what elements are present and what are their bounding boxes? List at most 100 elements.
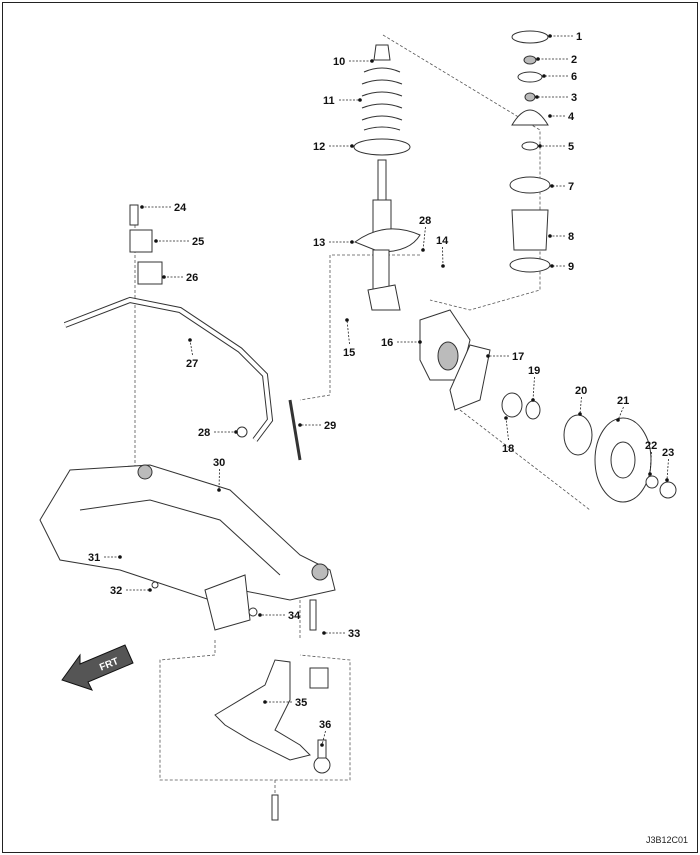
leader-arrowhead [441,264,445,268]
leader-arrowhead [616,418,620,422]
leader-arrowhead [421,248,425,252]
callout-11: 11 [323,95,362,107]
callout-28: 28 [419,215,431,252]
leader-arrowhead [542,74,546,78]
callout-22: 22 [645,440,657,476]
leader-arrowhead [217,488,221,492]
callout-number: 12 [313,141,325,153]
callout-35: 35 [263,697,307,709]
callout-21: 21 [616,395,629,422]
callout-number: 25 [192,236,204,248]
spring-strut [353,44,421,311]
callout-28: 28 [198,427,238,439]
crossmember-subframe [39,464,336,631]
callout-number: 31 [88,552,100,564]
leader-arrowhead [263,700,267,704]
callout-number: 21 [617,395,629,407]
callout-27: 27 [186,338,198,370]
callout-number: 15 [343,347,355,359]
callout-number: 30 [213,457,225,469]
callout-number: 29 [324,420,336,432]
leader-arrowhead [536,57,540,61]
leader-arrowhead [322,631,326,635]
callout-13: 13 [313,237,354,249]
callout-number: 3 [571,92,577,104]
callout-number: 28 [419,215,431,227]
callout-number: 13 [313,237,325,249]
callout-number: 26 [186,272,198,284]
leader-line [218,468,220,491]
callout-number: 19 [528,365,540,377]
leader-arrowhead [345,318,349,322]
leader-line [579,396,582,415]
callout-number: 11 [323,95,335,107]
callout-number: 22 [645,440,657,452]
callout-8: 8 [548,231,574,243]
callout-number: 4 [568,111,575,123]
callout-number: 6 [571,71,577,83]
front-direction-arrow: FRT [61,644,134,691]
leader-line [346,319,350,345]
callout-14: 14 [436,235,449,268]
callout-23: 23 [662,447,674,482]
callout-number: 10 [333,56,345,68]
leader-arrowhead [258,613,262,617]
leader-line [617,406,624,421]
callout-number: 9 [568,261,574,273]
leader-arrowhead [535,95,539,99]
callout-33: 33 [322,628,360,640]
callout-number: 33 [348,628,360,640]
callout-number: 35 [295,697,307,709]
strut-mount-parts [509,30,551,273]
leader-arrowhead [154,239,158,243]
callout-24: 24 [140,202,187,214]
callout-number: 20 [575,385,587,397]
callout-17: 17 [486,351,524,363]
leader-line [442,246,444,267]
leader-arrowhead [350,240,354,244]
callout-number: 24 [174,202,187,214]
leader-arrowhead [350,144,354,148]
callout-15: 15 [343,318,355,359]
leader-line [532,376,535,401]
callout-6: 6 [542,71,577,83]
leader-arrowhead [358,98,362,102]
leader-arrowhead [370,59,374,63]
leader-arrowhead [578,412,582,416]
leader-line [422,226,426,251]
leader-line [666,458,669,481]
leader-arrowhead [648,472,652,476]
leader-line [649,451,652,475]
callout-34: 34 [258,610,301,622]
leader-arrowhead [140,205,144,209]
callout-7: 7 [550,181,574,193]
callout-number: 18 [502,443,514,455]
callout-4: 4 [548,111,575,123]
leader-arrowhead [548,234,552,238]
callout-number: 2 [571,54,577,66]
callout-31: 31 [88,552,122,564]
callout-36: 36 [319,719,331,747]
leader-arrowhead [531,398,535,402]
callout-number: 17 [512,351,524,363]
leader-arrowhead [550,264,554,268]
leader-arrowhead [234,430,238,434]
leader-arrowhead [550,184,554,188]
leader-arrowhead [320,743,324,747]
callout-1: 1 [548,31,582,43]
callout-number: 1 [576,31,582,43]
callout-number: 7 [568,181,574,193]
leader-arrowhead [504,416,508,420]
stabilizer-bar [63,204,302,461]
callout-32: 32 [110,585,152,597]
leader-arrowhead [148,588,152,592]
leader-line [505,417,509,441]
callout-3: 3 [535,92,577,104]
leader-arrowhead [188,338,192,342]
callout-20: 20 [575,385,587,416]
callout-30: 30 [213,457,225,492]
callout-number: 23 [662,447,674,459]
callout-number: 5 [568,141,574,153]
